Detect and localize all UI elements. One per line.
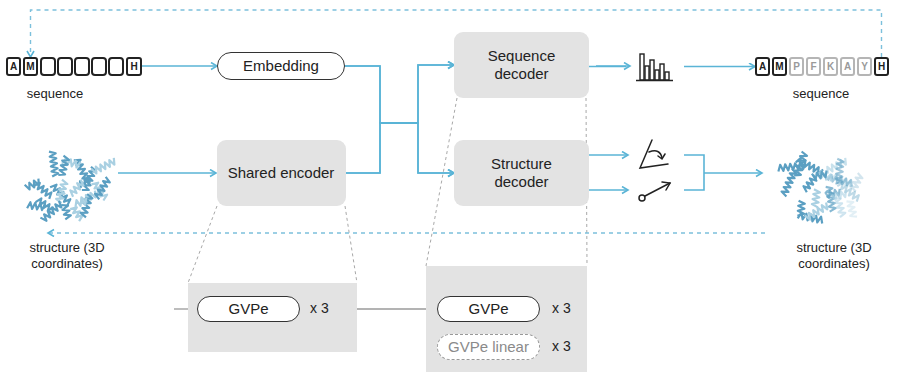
node-label: Shared encoder xyxy=(228,164,335,182)
sequence-token: A xyxy=(840,57,855,76)
empty-token-slots xyxy=(41,58,123,75)
helix-stroke xyxy=(49,152,58,177)
node-label: GVPe xyxy=(468,300,508,318)
connector xyxy=(345,65,454,123)
helix-stroke xyxy=(91,158,114,174)
caption-label: sequence xyxy=(784,86,858,102)
sequence-token: Y xyxy=(857,57,872,76)
node-label: P xyxy=(793,62,800,72)
helix-stroke xyxy=(61,205,71,219)
sequence-token: A xyxy=(6,57,21,76)
caption-label: sequence xyxy=(18,86,92,102)
node-label: M xyxy=(775,62,783,72)
node-label: GVPe xyxy=(228,300,268,318)
helix-stroke xyxy=(797,201,804,216)
repeat-count: x 3 xyxy=(552,300,571,317)
helix-stroke xyxy=(76,198,87,207)
node-label: F xyxy=(810,62,816,72)
helix-stroke xyxy=(40,201,61,221)
helix-stroke xyxy=(835,159,843,184)
protein-structure-right xyxy=(778,152,862,224)
sequence-token: M xyxy=(772,57,787,76)
detail-panel: x 3 GVPe xyxy=(188,283,357,352)
sequence-token: M xyxy=(23,57,38,76)
repeat-count: x 3 xyxy=(310,300,329,317)
helix-stroke xyxy=(56,180,67,203)
helix-stroke xyxy=(70,180,83,197)
repeat-count: x 3 xyxy=(552,338,571,355)
module-box: GVPe xyxy=(437,296,540,322)
block-box: Shared encoder xyxy=(217,140,346,206)
node-label: A xyxy=(844,62,851,72)
helix-stroke xyxy=(81,194,93,217)
helix-stroke xyxy=(27,202,45,210)
helix-stroke xyxy=(34,183,52,199)
structure-feedback-arrow xyxy=(48,232,765,233)
connector xyxy=(142,65,217,67)
node-label: Y xyxy=(861,62,868,72)
vector-icon xyxy=(639,182,670,201)
node-label: Embedding xyxy=(243,57,319,75)
helix-stroke xyxy=(834,198,846,217)
module-box: Embedding xyxy=(217,52,345,80)
node-label: Structure decoder xyxy=(462,155,581,191)
node-label: K xyxy=(827,62,834,72)
helix-stroke xyxy=(782,169,797,197)
helix-stroke xyxy=(832,190,847,199)
node-label: A xyxy=(10,62,17,72)
histogram-icon xyxy=(596,46,684,86)
sequence-token: F xyxy=(806,57,821,76)
optional-module-box: GVPe linear xyxy=(437,334,540,360)
caption-label: structure (3D coordinates) xyxy=(775,240,893,273)
block-box: Sequence decoder xyxy=(454,32,589,98)
angle-icon xyxy=(640,140,668,168)
connector xyxy=(346,123,455,173)
connector xyxy=(345,66,454,173)
connector xyxy=(357,308,437,309)
node-label: A xyxy=(759,62,766,72)
helix-stroke xyxy=(794,152,807,176)
helix-stroke xyxy=(851,173,862,192)
helix-stroke xyxy=(847,201,858,216)
sequence-token: P xyxy=(789,57,804,76)
sequence-token: A xyxy=(755,57,770,76)
node-label: Sequence decoder xyxy=(462,47,581,83)
module-box: GVPe xyxy=(197,296,300,322)
helix-stroke xyxy=(812,189,820,207)
node-label: H xyxy=(878,62,885,72)
protein-structure-left xyxy=(25,152,115,222)
connector xyxy=(346,65,455,173)
node-label: H xyxy=(130,62,137,72)
sequence-token: K xyxy=(823,57,838,76)
helix-stroke xyxy=(812,171,827,180)
structure-outputs xyxy=(587,155,762,190)
structure-input-arrow xyxy=(118,172,216,174)
block-box: Structure decoder xyxy=(454,140,589,206)
sequence-token: H xyxy=(874,57,889,76)
helix-stroke xyxy=(95,177,110,200)
node-label: M xyxy=(26,62,34,72)
helix-stroke xyxy=(58,156,69,175)
helix-stroke xyxy=(805,203,828,220)
detail-panel: x 3 x 3 GVPeGVPe linear xyxy=(426,266,587,372)
node-label: GVPe linear xyxy=(448,338,529,356)
sequence-token: H xyxy=(126,57,142,76)
caption-label: structure (3D coordinates) xyxy=(8,240,126,273)
